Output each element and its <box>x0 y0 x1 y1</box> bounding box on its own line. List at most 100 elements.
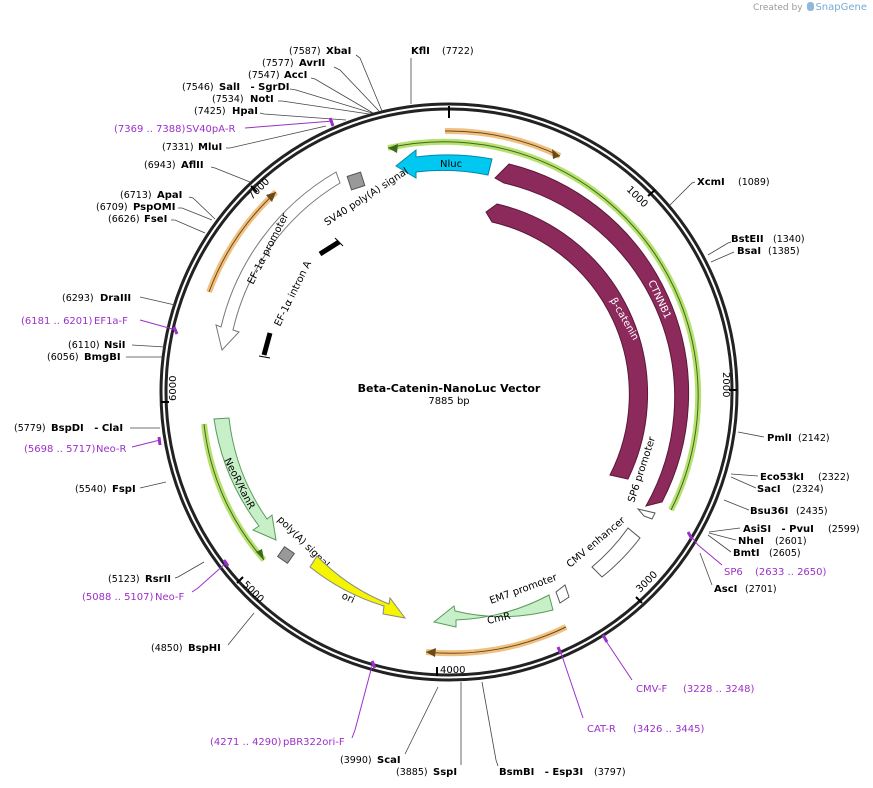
leader-xcmi <box>669 181 696 206</box>
cmr-feature[interactable] <box>432 594 554 628</box>
primer-sp6-name: SP6 <box>724 567 743 578</box>
leader-nhei <box>708 532 737 541</box>
site-nsii-name: NsiI <box>104 340 125 351</box>
site-eco53ki-pos: (2322) <box>818 472 850 483</box>
leader-mlui <box>226 125 327 149</box>
site-leaders <box>126 54 765 767</box>
leader-neo-r <box>131 439 161 448</box>
site-noti-pos: (7534) <box>212 94 244 105</box>
primer-mark-sv40pa-r <box>328 117 335 127</box>
leader-neo-f <box>191 562 227 593</box>
site-bsmbi-pos: (3797) <box>594 767 626 778</box>
site-fspi-pos: (5540) <box>75 484 107 495</box>
tick-label-4000: 4000 <box>440 665 465 676</box>
site-bmgbi-pos: (6056) <box>47 352 79 363</box>
site-avrii-name: AvrII <box>299 58 325 69</box>
site-asci-name: AscI <box>714 584 737 595</box>
site-aflii-pos: (6943) <box>144 160 176 171</box>
primer-ef1a-f-range: (6181 .. 6201) <box>21 316 93 327</box>
nluc-label: Nluc <box>440 159 462 170</box>
tick-1000 <box>647 189 656 197</box>
site-aflii-name: AflII <box>181 160 204 171</box>
site-xbai-name: XbaI <box>326 46 351 57</box>
orf-arc-right-line <box>387 141 699 511</box>
leader-pbr322ori-f <box>351 665 373 739</box>
sv40-polya-feature[interactable] <box>346 171 366 191</box>
leader-scai <box>404 686 439 755</box>
cmv-enhancer-feature[interactable] <box>591 527 641 578</box>
site-nhei-name: NheI <box>738 536 764 547</box>
site-pmli-pos: (2142) <box>798 433 830 444</box>
ef1a-intron-feature[interactable] <box>258 237 344 359</box>
tick-5000 <box>236 576 244 584</box>
site-kfli-name: KflI <box>411 46 430 57</box>
sp6-promoter-feature[interactable] <box>636 508 656 520</box>
leader-cat-r <box>559 649 584 719</box>
site-fspi-name: FspI <box>112 484 136 495</box>
site-acci-name: AccI <box>284 70 307 81</box>
leader-sv40pa-r <box>244 120 334 129</box>
leader-asci <box>699 552 713 586</box>
snapgene-logo-icon <box>807 2 815 11</box>
nluc-feature[interactable] <box>395 148 493 179</box>
site-fsei-pos: (6626) <box>108 214 140 225</box>
ef1a-promoter-feature[interactable] <box>215 171 341 352</box>
site-acci-pos: (7547) <box>248 70 280 81</box>
site-asisi-pos: (2599) <box>828 524 860 535</box>
primer-pbr322ori-f-name: pBR322ori-F <box>283 737 345 748</box>
site-hpai-name: HpaI <box>232 106 258 117</box>
site-mlui-pos: (7331) <box>162 142 194 153</box>
leader-fspi <box>139 481 167 489</box>
leader-asisi <box>708 527 741 533</box>
leader-ef1a-f <box>139 319 177 331</box>
primer-neo-r-range: (5698 .. 5717) <box>24 444 96 455</box>
leader-xbai <box>355 54 383 112</box>
site-sspi-pos: (3885) <box>396 767 428 778</box>
neor-kanr-feature[interactable] <box>213 417 277 541</box>
site-labels: KflI (7722) (7587) XbaI (7577) AvrII (75… <box>14 46 860 778</box>
credit-brand: SnapGene <box>815 2 867 13</box>
credit-prefix: Created by <box>753 3 803 13</box>
leader-fsei <box>171 219 206 234</box>
orf-arc-top-line <box>444 130 561 157</box>
primer-mark-cmv-f <box>601 634 609 643</box>
leader-cmv-f <box>603 637 633 681</box>
tick-label-6000: 6000 <box>168 376 179 401</box>
site-scai-name: ScaI <box>377 755 401 766</box>
leader-apai <box>188 196 216 220</box>
leader-rsrii <box>174 561 205 579</box>
ori-feature[interactable] <box>309 555 407 619</box>
site-sali-name: SalI - SgrDI <box>219 82 290 93</box>
map-title: Beta-Catenin-NanoLuc Vector <box>358 382 541 395</box>
leader-pmli <box>737 431 765 438</box>
leader-aflii <box>210 166 251 183</box>
leader-noti <box>278 100 370 115</box>
site-bmti-pos: (2605) <box>769 548 801 559</box>
site-bsu36i-pos: (2435) <box>796 506 828 517</box>
site-noti-name: NotI <box>250 94 274 105</box>
site-mlui-name: MluI <box>198 142 222 153</box>
ctnnb1-feature[interactable] <box>494 163 690 507</box>
site-draiii-name: DraIII <box>100 293 131 304</box>
em7-promoter-feature[interactable] <box>555 584 570 604</box>
site-nsii-pos: (6110) <box>68 340 100 351</box>
site-bsphi-pos: (4850) <box>151 643 183 654</box>
beta-catenin-feature[interactable] <box>485 203 649 480</box>
tick-3000 <box>635 596 643 604</box>
site-bmgbi-name: BmgBI <box>84 352 121 363</box>
tick-7000 <box>250 185 258 193</box>
site-bsai-pos: (1385) <box>768 246 800 257</box>
leader-avrii <box>333 66 380 112</box>
site-apai-name: ApaI <box>157 190 182 201</box>
site-clai-name: BspDI - ClaI <box>51 423 123 434</box>
leader-bmti <box>707 534 732 553</box>
primer-neo-f-name: Neo-F <box>155 592 185 603</box>
ef1a-intron-bar-bottom <box>261 332 273 356</box>
leader-bsphi <box>227 612 255 646</box>
polya-feature[interactable] <box>276 545 296 565</box>
site-avrii-pos: (7577) <box>262 58 294 69</box>
primer-sv40pa-r-range: (7369 .. 7388) <box>114 124 186 135</box>
site-apai-pos: (6713) <box>120 190 152 201</box>
site-hpai-pos: (7425) <box>194 106 226 117</box>
ef1a-intron-cap-bottom <box>258 355 271 359</box>
